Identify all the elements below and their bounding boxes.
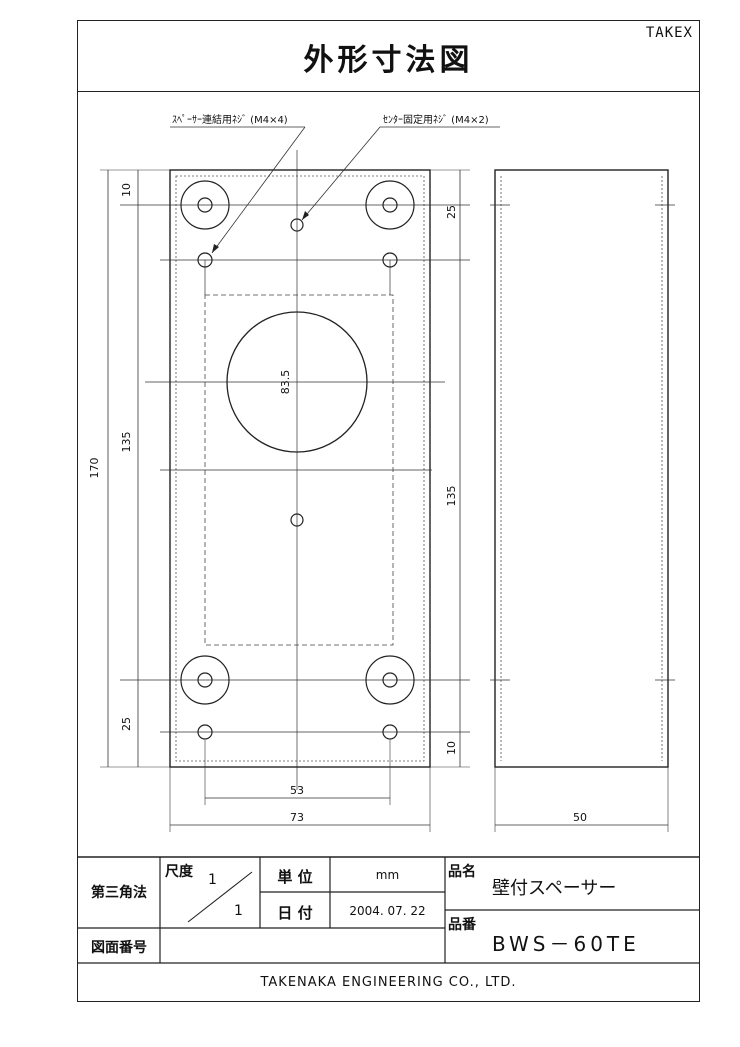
dim-right-top: 25 [445,205,458,219]
company-name: TAKENAKA ENGINEERING CO., LTD. [260,975,517,990]
mounting-hole-top-left [180,180,230,230]
page-title: 外形寸法図 [303,43,474,78]
dim-overall-height: 170 [88,458,101,479]
product-name-label: 品名 [448,864,476,880]
screw-hole [382,724,398,740]
unit-label: 単 位 [277,868,313,886]
dim-left-top: 10 [120,183,133,197]
callout-spacer-screw: ｽﾍﾟｰｻｰ連結用ﾈｼﾞ (M4×4) [172,113,288,126]
screw-hole [290,513,304,527]
front-view-outline [169,169,431,768]
scale-denominator: 1 [234,903,243,919]
mounting-hole-bottom-left [180,655,230,705]
product-name-value: 壁付スペーサー [492,878,617,899]
brand-logo-text: TAKEX [645,25,693,41]
dim-overall-width: 73 [290,811,304,824]
part-number-value: BWS－60TE [492,932,640,956]
scale-label: 尺度 [165,864,193,880]
mounting-hole-top-right [365,180,415,230]
screw-hole [382,252,398,268]
dim-left-bottom: 25 [120,717,133,731]
screw-hole [290,218,304,232]
callout-center-screw: ｾﾝﾀｰ固定用ﾈｼﾞ (M4×2) [383,113,489,126]
scale-numerator: 1 [208,872,217,888]
date-label: 日 付 [277,904,313,922]
drawing-number-label: 図面番号 [91,940,147,956]
drawing-sheet: 外形寸法図 TAKEX [77,20,700,1002]
part-number-label: 品番 [448,917,476,933]
dim-left-mid: 135 [120,432,133,453]
front-view-inner-outline [175,175,425,762]
screw-hole [197,252,213,268]
dim-right-mid: 135 [445,486,458,507]
date-value: 2004. 07. 22 [349,904,426,918]
dim-hole-spacing: 53 [290,784,304,797]
dim-side-width: 50 [573,811,587,824]
center-hole [226,311,368,453]
side-view-outline [494,169,669,768]
dim-center-dia: 83.5 [279,370,292,395]
projection-method: 第三角法 [91,885,147,901]
dim-right-bottom: 10 [445,741,458,755]
unit-value: mm [375,868,400,882]
mounting-hole-bottom-right [365,655,415,705]
screw-hole [197,724,213,740]
title-row: 外形寸法図 TAKEX [78,21,699,92]
